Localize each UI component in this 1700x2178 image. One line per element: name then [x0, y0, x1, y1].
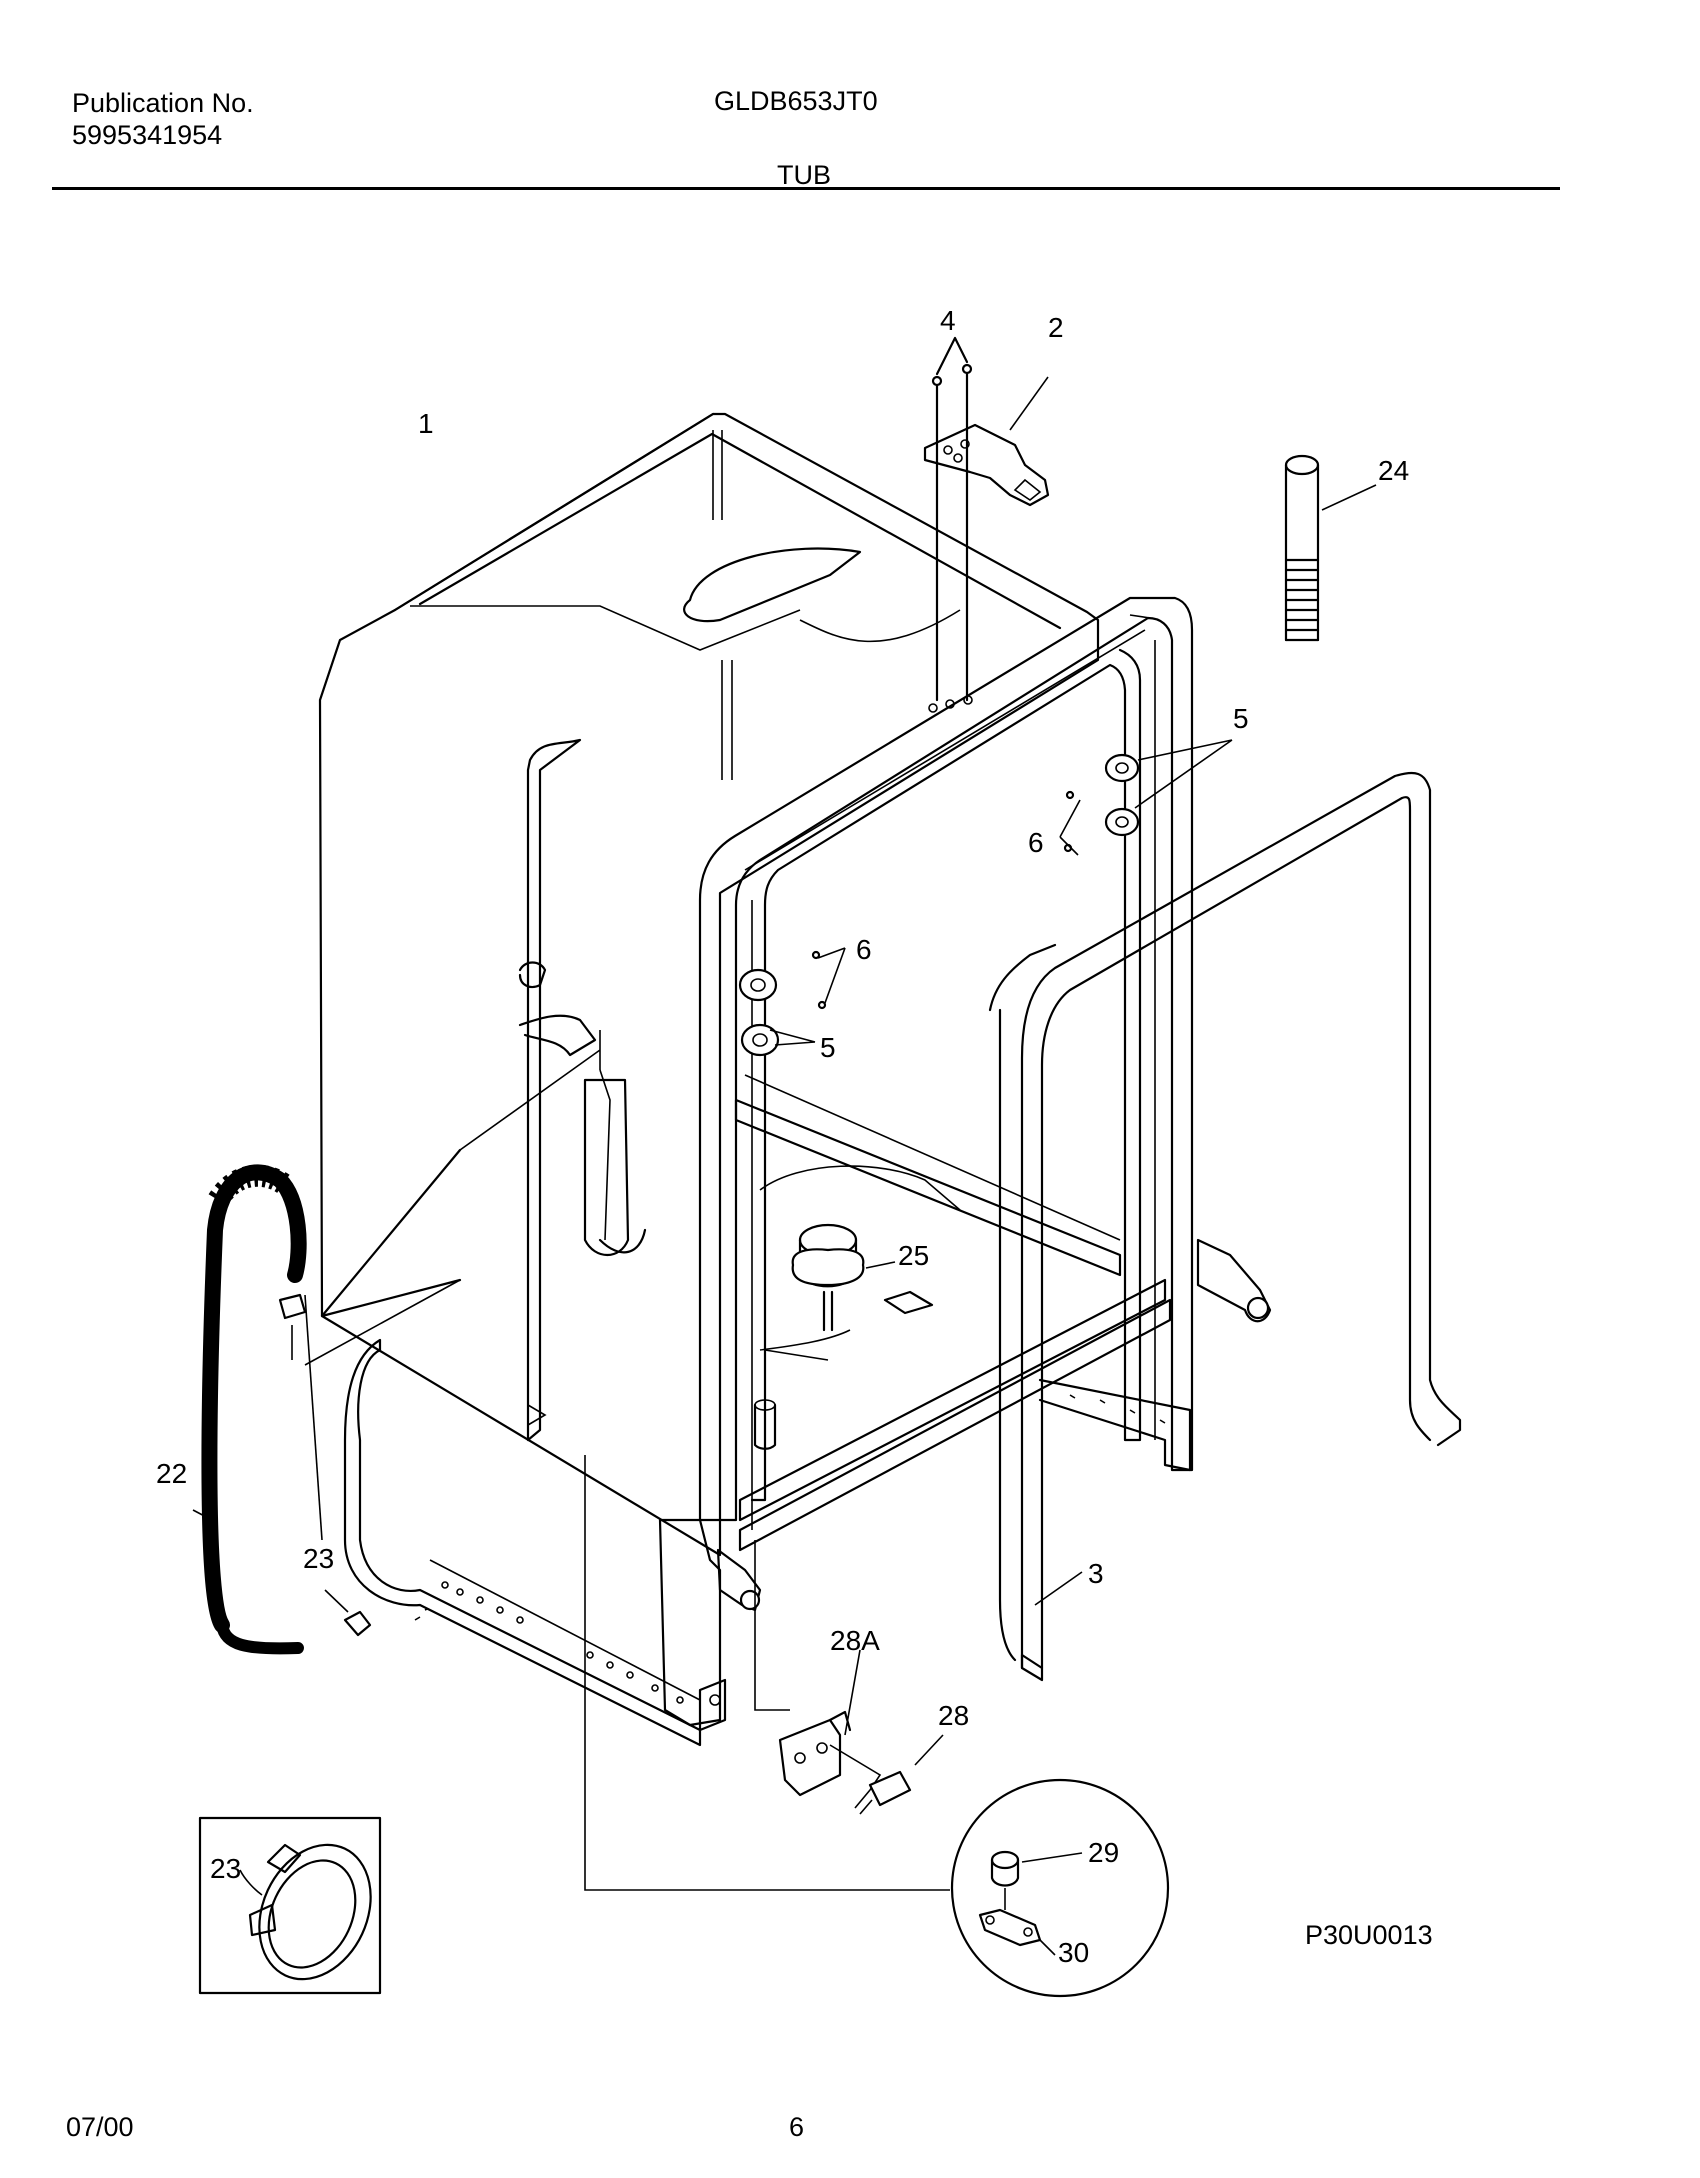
- part-23-clamps: [278, 1293, 428, 1637]
- callout-24: 24: [1378, 455, 1409, 486]
- tub-front-frame: [698, 596, 1272, 1552]
- callout-23-inset: 23: [210, 1853, 241, 1884]
- callout-4: 4: [940, 305, 956, 336]
- rollers-right: [1059, 739, 1233, 856]
- header-rule: [52, 187, 1560, 190]
- part-28-switch: [778, 1649, 944, 1815]
- callout-5-right: 5: [1233, 703, 1249, 734]
- publication-label: Publication No.: [72, 88, 254, 118]
- callout-6-left: 6: [856, 934, 872, 965]
- part-2-bracket: [923, 336, 1050, 702]
- footer-date: 07/00: [66, 2112, 134, 2142]
- rollers-left: [738, 947, 846, 1057]
- callout-28a: 28A: [830, 1625, 880, 1656]
- callout-25: 25: [898, 1240, 929, 1271]
- drawing-code: P30U0013: [1305, 1920, 1433, 1950]
- callout-5-left: 5: [820, 1032, 836, 1063]
- part-22-hose: [192, 1164, 307, 1655]
- callout-1: 1: [418, 408, 434, 439]
- callout-6-right: 6: [1028, 827, 1044, 858]
- part-24-fill-tube: [1284, 454, 1377, 642]
- callout-30: 30: [1058, 1937, 1089, 1968]
- callout-29: 29: [1088, 1837, 1119, 1868]
- part-25-float: [753, 1223, 934, 1450]
- clamp-detail-box: [198, 1816, 382, 1995]
- tub-body: [304, 412, 1100, 1557]
- base-frame: [343, 1338, 950, 1891]
- callout-22: 22: [156, 1458, 187, 1489]
- callout-28: 28: [938, 1700, 969, 1731]
- detail-circle-inset: [950, 1778, 1170, 1998]
- model-number: GLDB653JT0: [714, 86, 878, 116]
- section-title: TUB: [777, 160, 831, 190]
- publication-number: 5995341954: [72, 120, 223, 150]
- part-3-gasket: [988, 771, 1462, 1682]
- callout-23: 23: [303, 1543, 334, 1574]
- callout-3: 3: [1088, 1558, 1104, 1589]
- page-number: 6: [789, 2112, 805, 2142]
- callout-2: 2: [1048, 312, 1064, 343]
